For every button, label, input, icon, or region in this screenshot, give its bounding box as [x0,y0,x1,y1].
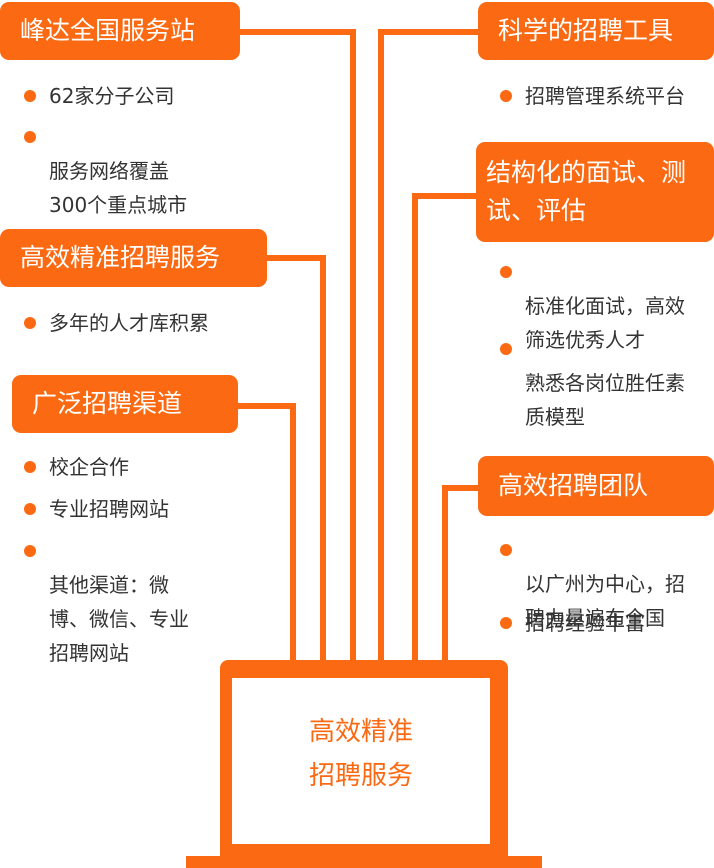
connector-line-5 [412,193,480,199]
connector-line-1 [350,29,356,663]
recruit-channels-box: 广泛招聘渠道 [12,375,238,433]
recruit-team-box: 高效招聘团队 [478,456,714,516]
laptop-base [186,856,542,868]
list-item: 招聘管理系统平台 [500,79,714,113]
recruit-tools-title: 科学的招聘工具 [498,16,674,45]
list-item: 其他渠道：微 博、微信、专业 招聘网站 [24,534,234,670]
list-item: 以广州为中心，招 聘力量遍布全国 [500,533,714,635]
connector-line-4 [378,29,384,663]
connector-line-2 [320,255,326,663]
list-item: 专业招聘网站 [24,492,234,526]
recruit-tools-box: 科学的招聘工具 [478,2,714,60]
precise-service-title: 高效精准招聘服务 [20,243,221,272]
center-label: 高效精准 招聘服务 [232,710,490,798]
connector-line-1 [238,29,356,35]
connector-line-4 [378,29,480,35]
connector-line-5 [412,193,418,663]
connector-line-6 [442,485,448,663]
recruit-team-title: 高效招聘团队 [498,471,649,500]
list-item: 服务网络覆盖 300个重点城市 [24,120,234,222]
connector-line-2 [265,255,326,261]
list-item: 熟悉各岗位胜任素 质模型 [500,332,714,434]
list-item: 62家分子公司 [24,79,234,113]
precise-service-box: 高效精准招聘服务 [0,229,267,287]
connector-line-3 [236,403,296,409]
structured-interview-box: 结构化的面试、测 试、评估 [476,142,714,242]
list-item: 多年的人才库积累 [24,306,264,340]
service-network-box: 峰达全国服务站 [0,2,240,60]
connector-line-6 [442,485,480,491]
laptop-screen [232,678,490,844]
connector-line-3 [290,403,296,663]
service-network-title: 峰达全国服务站 [20,16,196,45]
center-label-line1: 高效精准 [308,717,413,747]
center-label-line2: 招聘服务 [308,761,413,791]
list-item: 校企合作 [24,450,234,484]
list-item: 标准化面试，高效 筛选优秀人才 [500,255,714,357]
structured-interview-title: 结构化的面试、测 试、评估 [486,158,687,225]
recruit-channels-title: 广泛招聘渠道 [32,389,183,418]
list-item: 招聘经验丰富 [500,606,714,640]
